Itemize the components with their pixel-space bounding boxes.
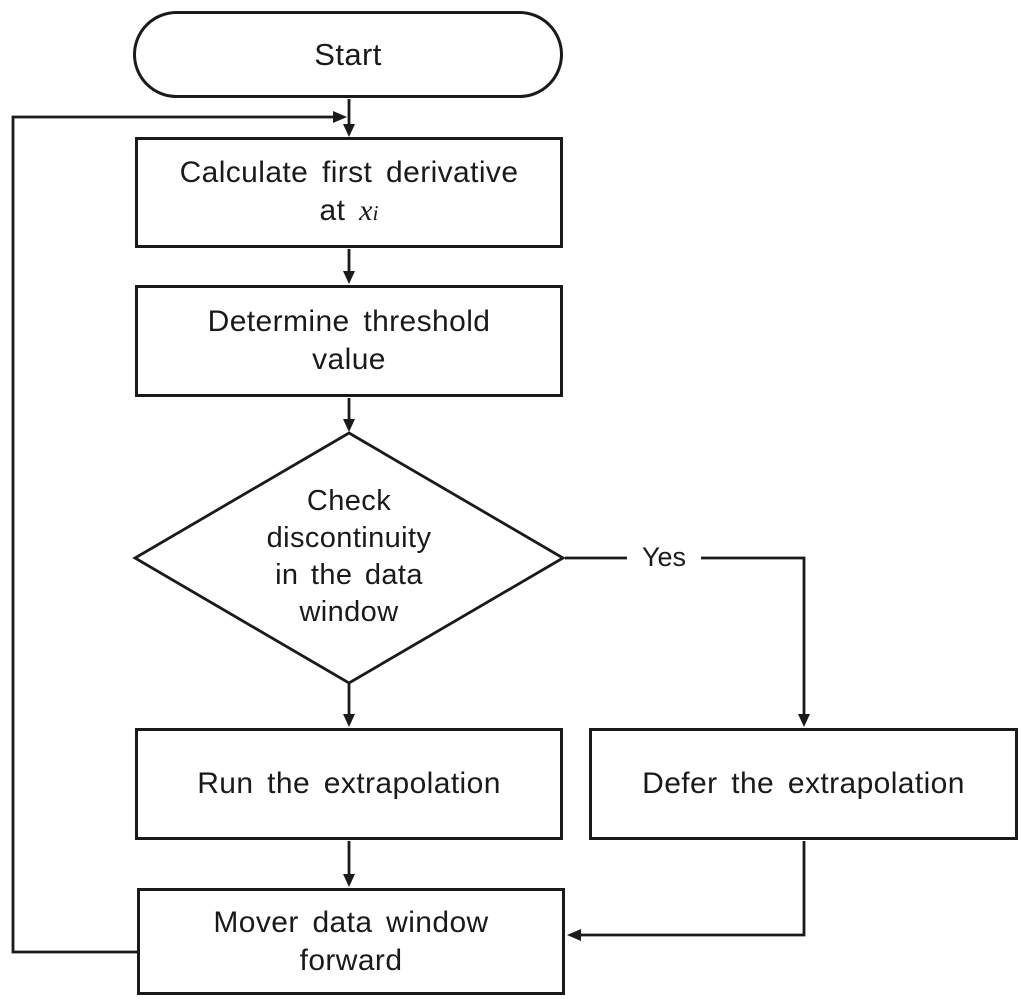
node-check-discontinuity: Check discontinuity in the data window [199,483,499,631]
node-determine-threshold-line2: value [312,343,386,376]
edge-loop-move-to-calc [11,111,347,954]
edge-defer-to-move [567,841,806,941]
edge-start-to-calc [343,99,355,137]
decision-diamond-shape [132,431,566,685]
math-subscript: i [372,200,379,225]
node-calculate-derivative-line2: at xi [320,192,379,232]
node-check-discontinuity-line1: Check [306,485,392,517]
arrow-down-icon [798,714,810,727]
node-determine-threshold: Determine threshold value [135,285,563,397]
edge-run-to-move [343,841,355,887]
node-calculate-derivative: Calculate first derivative at xi [135,137,563,248]
node-run-extrapolation-label: Run the extrapolation [197,767,501,800]
edge-line [701,556,806,714]
edge-decision-to-run [343,684,355,727]
node-defer-extrapolation: Defer the extrapolation [589,728,1018,840]
arrow-left-icon [567,929,581,941]
node-run-extrapolation: Run the extrapolation [135,728,563,840]
node-check-discontinuity-line3: in the data [275,559,423,591]
node-start-label: Start [314,36,382,72]
edge-threshold-to-decision [343,398,355,432]
arrow-down-icon [343,714,355,727]
node-calculate-derivative-line1: Calculate first derivative [179,155,519,189]
edge-label-yes: Yes [631,541,697,573]
node-check-discontinuity-line4: window [299,596,399,628]
edge-line [11,115,333,954]
arrow-down-icon [343,419,355,432]
node-move-window: Mover data window forward [137,888,565,995]
arrow-right-icon [333,111,347,123]
arrow-down-icon [343,124,355,137]
arrow-down-icon [343,874,355,887]
at-text: at [319,193,346,227]
node-determine-threshold-line1: Determine threshold [207,305,491,338]
node-defer-extrapolation-label: Defer the extrapolation [642,767,965,800]
edge-decision-yes-to-defer [565,556,810,727]
edge-line [581,841,806,937]
edge-calc-to-threshold [343,249,355,284]
node-check-discontinuity-line2: discontinuity [266,522,432,554]
arrow-down-icon [343,271,355,284]
node-move-window-line2: forward [299,943,403,977]
node-start: Start [133,11,563,98]
node-move-window-line1: Mover data window [213,905,489,939]
math-variable: x [359,193,373,227]
